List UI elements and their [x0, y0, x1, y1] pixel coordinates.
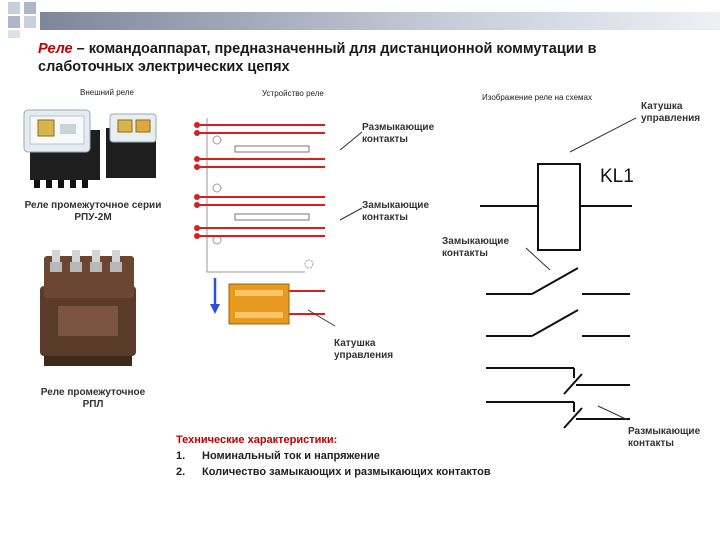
contact-dot: [194, 130, 200, 136]
device-coil-label-line2: управления: [334, 350, 394, 361]
title-line2: слаботочных электрических цепях: [38, 59, 290, 75]
contact-circle: [212, 135, 222, 145]
specs-item: 1. Номинальный ток и напряжение: [176, 448, 491, 464]
nc-contact-symbol: [563, 373, 583, 395]
specs-item-number: 1.: [176, 450, 186, 462]
schematic-nc-label-line1: Размыкающие: [628, 426, 701, 437]
caption-schematic: Изображение реле на схемах: [482, 93, 592, 102]
relay-designation: KL1: [600, 166, 634, 187]
relay-rpl-label-line2: РПЛ: [82, 399, 104, 410]
contact-circle: [212, 235, 222, 245]
header-decoration: [0, 0, 720, 40]
contact-dot: [194, 164, 200, 170]
relay-rpl-image: [40, 250, 136, 366]
relay-schematic: [480, 117, 637, 429]
contact-dot: [194, 122, 200, 128]
specs-item-text: Количество замыкающих и размыкающих конт…: [202, 466, 491, 478]
schematic-no-label: Замыкающие контакты: [442, 236, 509, 260]
device-frame: [206, 118, 305, 273]
contact-dot: [194, 225, 200, 231]
device-nc-label-line1: Размыкающие: [362, 122, 435, 133]
page-title: Реле – командоаппарат, предназначенный д…: [38, 40, 698, 76]
specs-item-number: 2.: [176, 466, 186, 478]
caption-external: Внешний реле: [80, 88, 134, 97]
schematic-nc-label: Размыкающие контакты: [628, 426, 700, 450]
header-square: [8, 16, 20, 28]
header-square: [24, 2, 36, 14]
header-gradient-bar: [40, 12, 720, 30]
relay-device-diagram: [194, 118, 325, 325]
specs-item: 2. Количество замыкающих и размыкающих ко…: [176, 464, 491, 480]
no-contact-symbol: [531, 267, 579, 295]
schematic-coil-label-line1: Катушка: [641, 101, 683, 112]
title-line1: – командоаппарат, предназначенный для ди…: [72, 41, 597, 57]
device-no-label-line2: контакты: [362, 212, 408, 223]
header-square: [8, 30, 20, 38]
title-keyword: Реле: [38, 41, 73, 57]
device-nc-label: Размыкающие контакты: [362, 122, 434, 146]
device-no-label-line1: Замыкающие: [362, 200, 430, 211]
device-nc-label-line2: контакты: [362, 134, 408, 145]
contact-plate: [234, 213, 310, 221]
armature-arrow: [210, 278, 220, 314]
contact-dot: [194, 194, 200, 200]
schematic-no-label-line1: Замыкающие: [442, 236, 510, 247]
relay-rpu-image: [23, 109, 157, 188]
nc-contact-symbol: [563, 407, 583, 429]
device-coil-label-line1: Катушка: [334, 338, 376, 349]
contact-dot: [194, 233, 200, 239]
contact-dot: [194, 202, 200, 208]
relay-rpu-label: Реле промежуточное серии РПУ-2М: [8, 200, 178, 224]
contact-circle: [304, 259, 314, 269]
schematic-coil-label: Катушка управления: [641, 101, 700, 125]
specs-heading: Технические характеристики:: [176, 434, 338, 446]
device-no-label: Замыкающие контакты: [362, 200, 429, 224]
relay-rpu-label-line2: РПУ-2М: [74, 212, 112, 223]
header-square: [8, 2, 20, 14]
schematic-no-label-line2: контакты: [442, 248, 488, 259]
no-contact-symbol: [531, 309, 579, 337]
specs-item-text: Номинальный ток и напряжение: [202, 450, 380, 462]
relay-rpl-label: Реле промежуточное РПЛ: [8, 387, 178, 411]
coil-core-bar: [235, 290, 283, 296]
device-coil-label: Катушка управления: [334, 338, 393, 362]
contact-circle: [212, 183, 222, 193]
device-pointer-lines: [307, 131, 363, 327]
coil-core-bar: [235, 312, 283, 318]
pointer-line: [597, 405, 629, 421]
contact-plate: [234, 145, 310, 153]
relay-rpl-label-line1: Реле промежуточное: [40, 387, 146, 398]
schematic-nc-label-line2: контакты: [628, 438, 674, 449]
schematic-coil-label-line2: управления: [641, 113, 701, 124]
relay-rpu-label-line1: Реле промежуточное серии: [24, 200, 162, 211]
specs-block: Технические характеристики: 1. Номинальны…: [176, 432, 491, 480]
coil-symbol: [537, 163, 581, 251]
caption-device: Устройство реле: [262, 89, 324, 98]
pointer-line: [569, 117, 637, 153]
pointer-line: [525, 247, 551, 271]
contact-dot: [194, 156, 200, 162]
header-square: [24, 16, 36, 28]
